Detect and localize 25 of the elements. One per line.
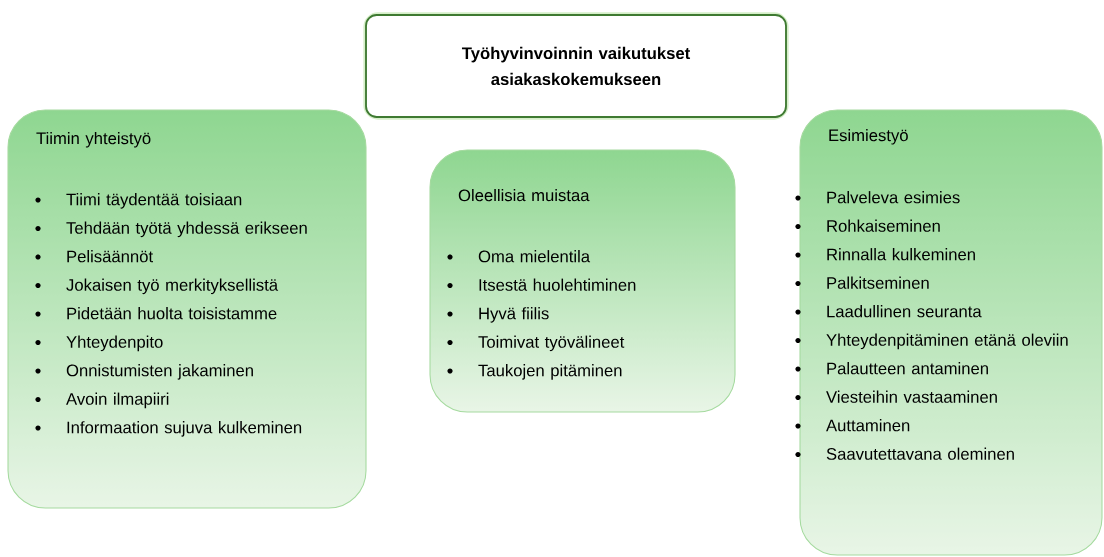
- list-item: Avoin ilmapiiri: [66, 392, 169, 409]
- list-item: Laadullinen seuranta: [827, 305, 982, 318]
- list-item: Palautteen antaminen: [827, 362, 988, 375]
- list-item: Pelisäännöt: [67, 250, 153, 263]
- list-item: Yhteydenpito: [66, 335, 163, 352]
- list-item: Hyvä fiilis: [479, 307, 549, 323]
- list-item: Onnistumisten jakaminen: [66, 364, 253, 380]
- list-item: Informaation sujuva kulkeminen: [67, 421, 302, 437]
- list-item: Rohkaiseminen: [827, 219, 940, 232]
- list-item: Tehdään työtä yhdessä erikseen: [66, 221, 307, 238]
- list-item: Rinnalla kulkeminen: [827, 248, 975, 261]
- list-item: Auttaminen: [826, 419, 910, 432]
- list-item: Toimivat työvälineet: [478, 335, 625, 352]
- list-item: Viesteihin vastaaminen: [826, 390, 997, 403]
- title-box: Työhyvinvoinnin vaikutukset asiakaskokemukseen: [363, 12, 789, 120]
- list-item: Itsestä huolehtiminen: [479, 278, 636, 291]
- list-item: Saavutettavana oleminen: [826, 447, 1014, 460]
- list-item: Oma mielentila: [478, 250, 591, 263]
- list-item: Pidetään huolta toisistamme: [67, 307, 277, 320]
- list-item: Jokaisen työ merkityksellistä: [66, 278, 279, 295]
- list-item: Taukojen pitäminen: [478, 364, 622, 380]
- list-item: Palveleva esimies: [827, 191, 960, 204]
- list-item: Tiimi täydentää toisiaan: [66, 193, 242, 209]
- list-item: Yhteydenpitäminen etänä oleviin: [826, 333, 1068, 350]
- list-item: Palkitseminen: [827, 276, 929, 289]
